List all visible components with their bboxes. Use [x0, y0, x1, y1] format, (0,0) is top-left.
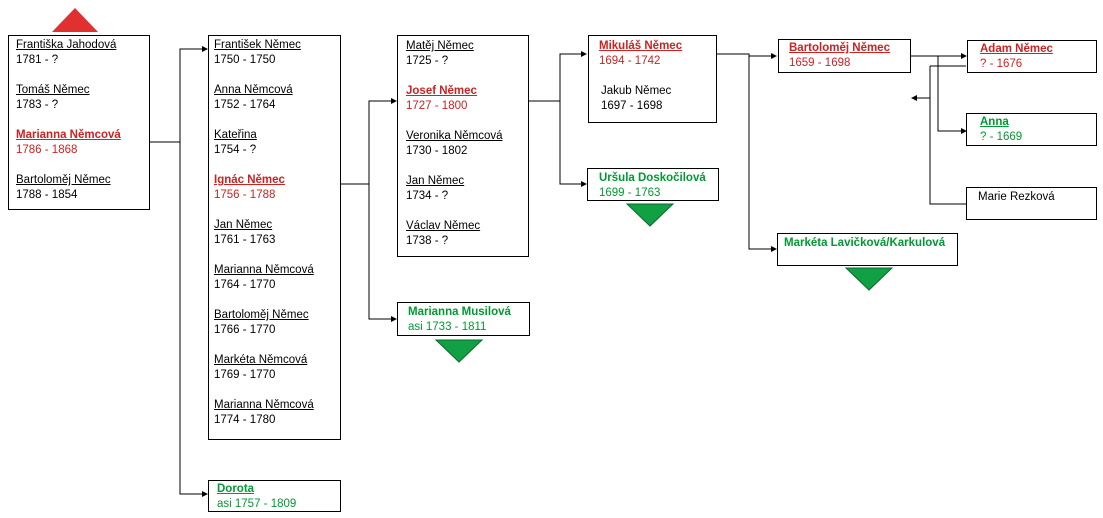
person-entry[interactable]: Veronika Němcová 1730 - 1802 — [406, 129, 503, 159]
person-dates: 1730 - 1802 — [406, 145, 468, 157]
person-name[interactable]: Jakub Němec — [601, 85, 672, 97]
navigate-up-triangle-icon — [52, 8, 98, 32]
person-name[interactable]: Bartoloměj Němec — [214, 309, 309, 321]
person-name[interactable]: Marianna Musilová — [408, 306, 511, 318]
person-name[interactable]: Bartoloměj Němec — [16, 174, 111, 186]
person-entry[interactable]: Mikuláš Němec 1694 - 1742 — [599, 39, 682, 69]
expand-down-triangle-icon — [625, 203, 675, 227]
person-name[interactable]: Dorota — [217, 483, 255, 495]
person-entry[interactable]: Matěj Němec 1725 - ? — [406, 39, 474, 69]
person-entry[interactable]: Františka Jahodová 1781 - ? — [16, 38, 116, 68]
person-dates: 1788 - 1854 — [16, 189, 78, 201]
person-entry[interactable]: Jakub Němec 1697 - 1698 — [601, 84, 671, 114]
person-entry[interactable]: Marianna Němcová 1764 - 1770 — [214, 263, 314, 293]
person-dates: 1754 - ? — [214, 144, 257, 156]
person-entry[interactable]: Anna Němcová 1752 - 1764 — [214, 83, 293, 113]
person-name[interactable]: Jan Němec — [214, 219, 273, 231]
person-entry[interactable]: Kateřina 1754 - ? — [214, 128, 257, 158]
person-entry[interactable]: Ignác Němec 1756 - 1788 — [214, 173, 285, 203]
person-name[interactable]: Matěj Němec — [406, 40, 474, 52]
siblings-box — [8, 35, 150, 210]
person-dates: 1764 - 1770 — [214, 279, 276, 291]
person-name[interactable]: František Němec — [214, 39, 301, 51]
person-name[interactable]: Uršula Doskočilová — [599, 172, 706, 184]
person-dates: 1694 - 1742 — [599, 55, 661, 67]
person-name[interactable]: Marianna Němcová — [214, 264, 314, 276]
person-dates: 1750 - 1750 — [214, 54, 276, 66]
person-gggg-child[interactable]: Anna ? - 1669 — [980, 115, 1022, 145]
person-dates: 1781 - ? — [16, 54, 59, 66]
person-entry[interactable]: Václav Němec 1738 - ? — [406, 219, 480, 249]
father-siblings-box — [208, 35, 341, 440]
person-name[interactable]: Veronika Němcová — [406, 130, 503, 142]
person-dates: 1752 - 1764 — [214, 99, 276, 111]
person-grandmother[interactable]: Marianna Musilová asi 1733 - 1811 — [408, 305, 511, 335]
person-entry[interactable]: Bartoloměj Němec 1788 - 1854 — [16, 173, 111, 203]
grandmother-box — [397, 302, 530, 336]
person-dates: 1725 - ? — [406, 55, 449, 67]
person-name[interactable]: Markéta Lavičková/Karkulová — [784, 237, 946, 249]
expand-down-triangle-icon — [844, 267, 894, 291]
person-entry[interactable]: František Němec 1750 - 1750 — [214, 38, 301, 68]
person-name[interactable]: Bartoloměj Němec — [789, 42, 890, 54]
ggm-box — [587, 168, 719, 201]
person-name[interactable]: Marianna Němcová — [214, 399, 314, 411]
person-dates: 1727 - 1800 — [406, 100, 468, 112]
person-entry[interactable]: Marianna Němcová 1774 - 1780 — [214, 398, 314, 428]
person-entry[interactable]: Jan Němec 1761 - 1763 — [214, 218, 275, 248]
gggm-box — [777, 233, 958, 266]
ggggm-box — [966, 187, 1097, 220]
person-dates: asi 1757 - 1809 — [217, 498, 297, 510]
person-name[interactable]: Marie Rezková — [978, 191, 1055, 203]
ggf-siblings-box — [588, 35, 717, 123]
person-name[interactable]: Jan Němec — [406, 175, 465, 187]
person-ggggm[interactable]: Marie Rezková — [978, 190, 1055, 205]
person-name[interactable]: Kateřina — [214, 129, 257, 141]
person-dates: 1774 - 1780 — [214, 414, 276, 426]
person-ggm[interactable]: Uršula Doskočilová 1699 - 1763 — [599, 171, 706, 201]
person-entry[interactable]: Jan Němec 1734 - ? — [406, 174, 464, 204]
person-gggm[interactable]: Markéta Lavičková/Karkulová — [784, 236, 945, 251]
person-ggggf[interactable]: Adam Němec ? - 1676 — [980, 42, 1053, 72]
person-name[interactable]: Josef Němec — [406, 85, 477, 97]
person-entry[interactable]: Tomáš Němec 1783 - ? — [16, 83, 90, 113]
ggggf-box — [967, 40, 1097, 73]
person-name[interactable]: Adam Němec — [980, 43, 1053, 55]
person-dates: 1699 - 1763 — [599, 187, 661, 199]
person-gggf[interactable]: Bartoloměj Němec 1659 - 1698 — [789, 41, 890, 71]
person-name[interactable]: Tomáš Němec — [16, 84, 90, 96]
person-dates: ? - 1676 — [980, 58, 1023, 70]
person-dates: asi 1733 - 1811 — [408, 321, 487, 333]
person-name[interactable]: Anna — [980, 116, 1009, 128]
person-mother[interactable]: Dorota asi 1757 - 1809 — [217, 482, 296, 512]
grandfather-siblings-box — [397, 35, 529, 257]
person-dates: 1659 - 1698 — [789, 57, 851, 69]
person-name[interactable]: Marianna Němcová — [16, 129, 121, 141]
person-dates: 1786 - 1868 — [16, 144, 78, 156]
person-dates: 1769 - 1770 — [214, 369, 276, 381]
person-dates: 1783 - ? — [16, 99, 59, 111]
person-name[interactable]: Markéta Němcová — [214, 354, 308, 366]
gggg-child-box — [966, 113, 1097, 146]
person-name[interactable]: Václav Němec — [406, 220, 481, 232]
person-entry[interactable]: Josef Němec 1727 - 1800 — [406, 84, 477, 114]
person-dates: 1697 - 1698 — [601, 100, 663, 112]
person-dates: ? - 1669 — [980, 131, 1023, 143]
person-name[interactable]: Mikuláš Němec — [599, 40, 683, 52]
person-dates: 1761 - 1763 — [214, 234, 276, 246]
gggf-box — [778, 39, 911, 73]
person-dates: 1766 - 1770 — [214, 324, 276, 336]
mother-box — [208, 480, 341, 512]
person-name[interactable]: Anna Němcová — [214, 84, 293, 96]
person-dates: 1738 - ? — [406, 235, 449, 247]
person-entry[interactable]: Bartoloměj Němec 1766 - 1770 — [214, 308, 309, 338]
person-dates: 1756 - 1788 — [214, 189, 276, 201]
expand-down-triangle-icon — [434, 339, 484, 363]
person-entry[interactable]: Marianna Němcová 1786 - 1868 — [16, 128, 121, 158]
person-name[interactable]: Ignác Němec — [214, 174, 285, 186]
person-name[interactable]: Františka Jahodová — [16, 39, 117, 51]
person-entry[interactable]: Markéta Němcová 1769 - 1770 — [214, 353, 307, 383]
person-dates: 1734 - ? — [406, 190, 449, 202]
